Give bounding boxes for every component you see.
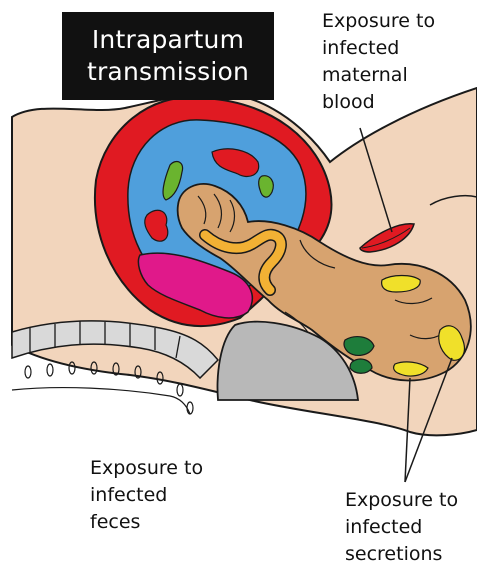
label-line: blood — [322, 89, 435, 116]
label-feces: Exposure to infected feces — [90, 455, 203, 536]
label-line: secretions — [345, 541, 458, 568]
label-line: feces — [90, 509, 203, 536]
label-line: Exposure to — [90, 455, 203, 482]
label-line: maternal — [322, 62, 435, 89]
title-box: Intrapartum transmission — [62, 12, 274, 100]
green-blob — [259, 176, 274, 197]
title-line-1: Intrapartum — [92, 24, 244, 56]
feces-blob — [344, 337, 374, 356]
label-line: Exposure to — [322, 8, 435, 35]
feces-blob — [350, 359, 372, 373]
label-secretions: Exposure to infected secretions — [345, 487, 458, 568]
label-line: infected — [322, 35, 435, 62]
label-line: infected — [345, 514, 458, 541]
label-maternal-blood: Exposure to infected maternal blood — [322, 8, 435, 116]
label-line: infected — [90, 482, 203, 509]
label-line: Exposure to — [345, 487, 458, 514]
title-line-2: transmission — [87, 56, 249, 88]
